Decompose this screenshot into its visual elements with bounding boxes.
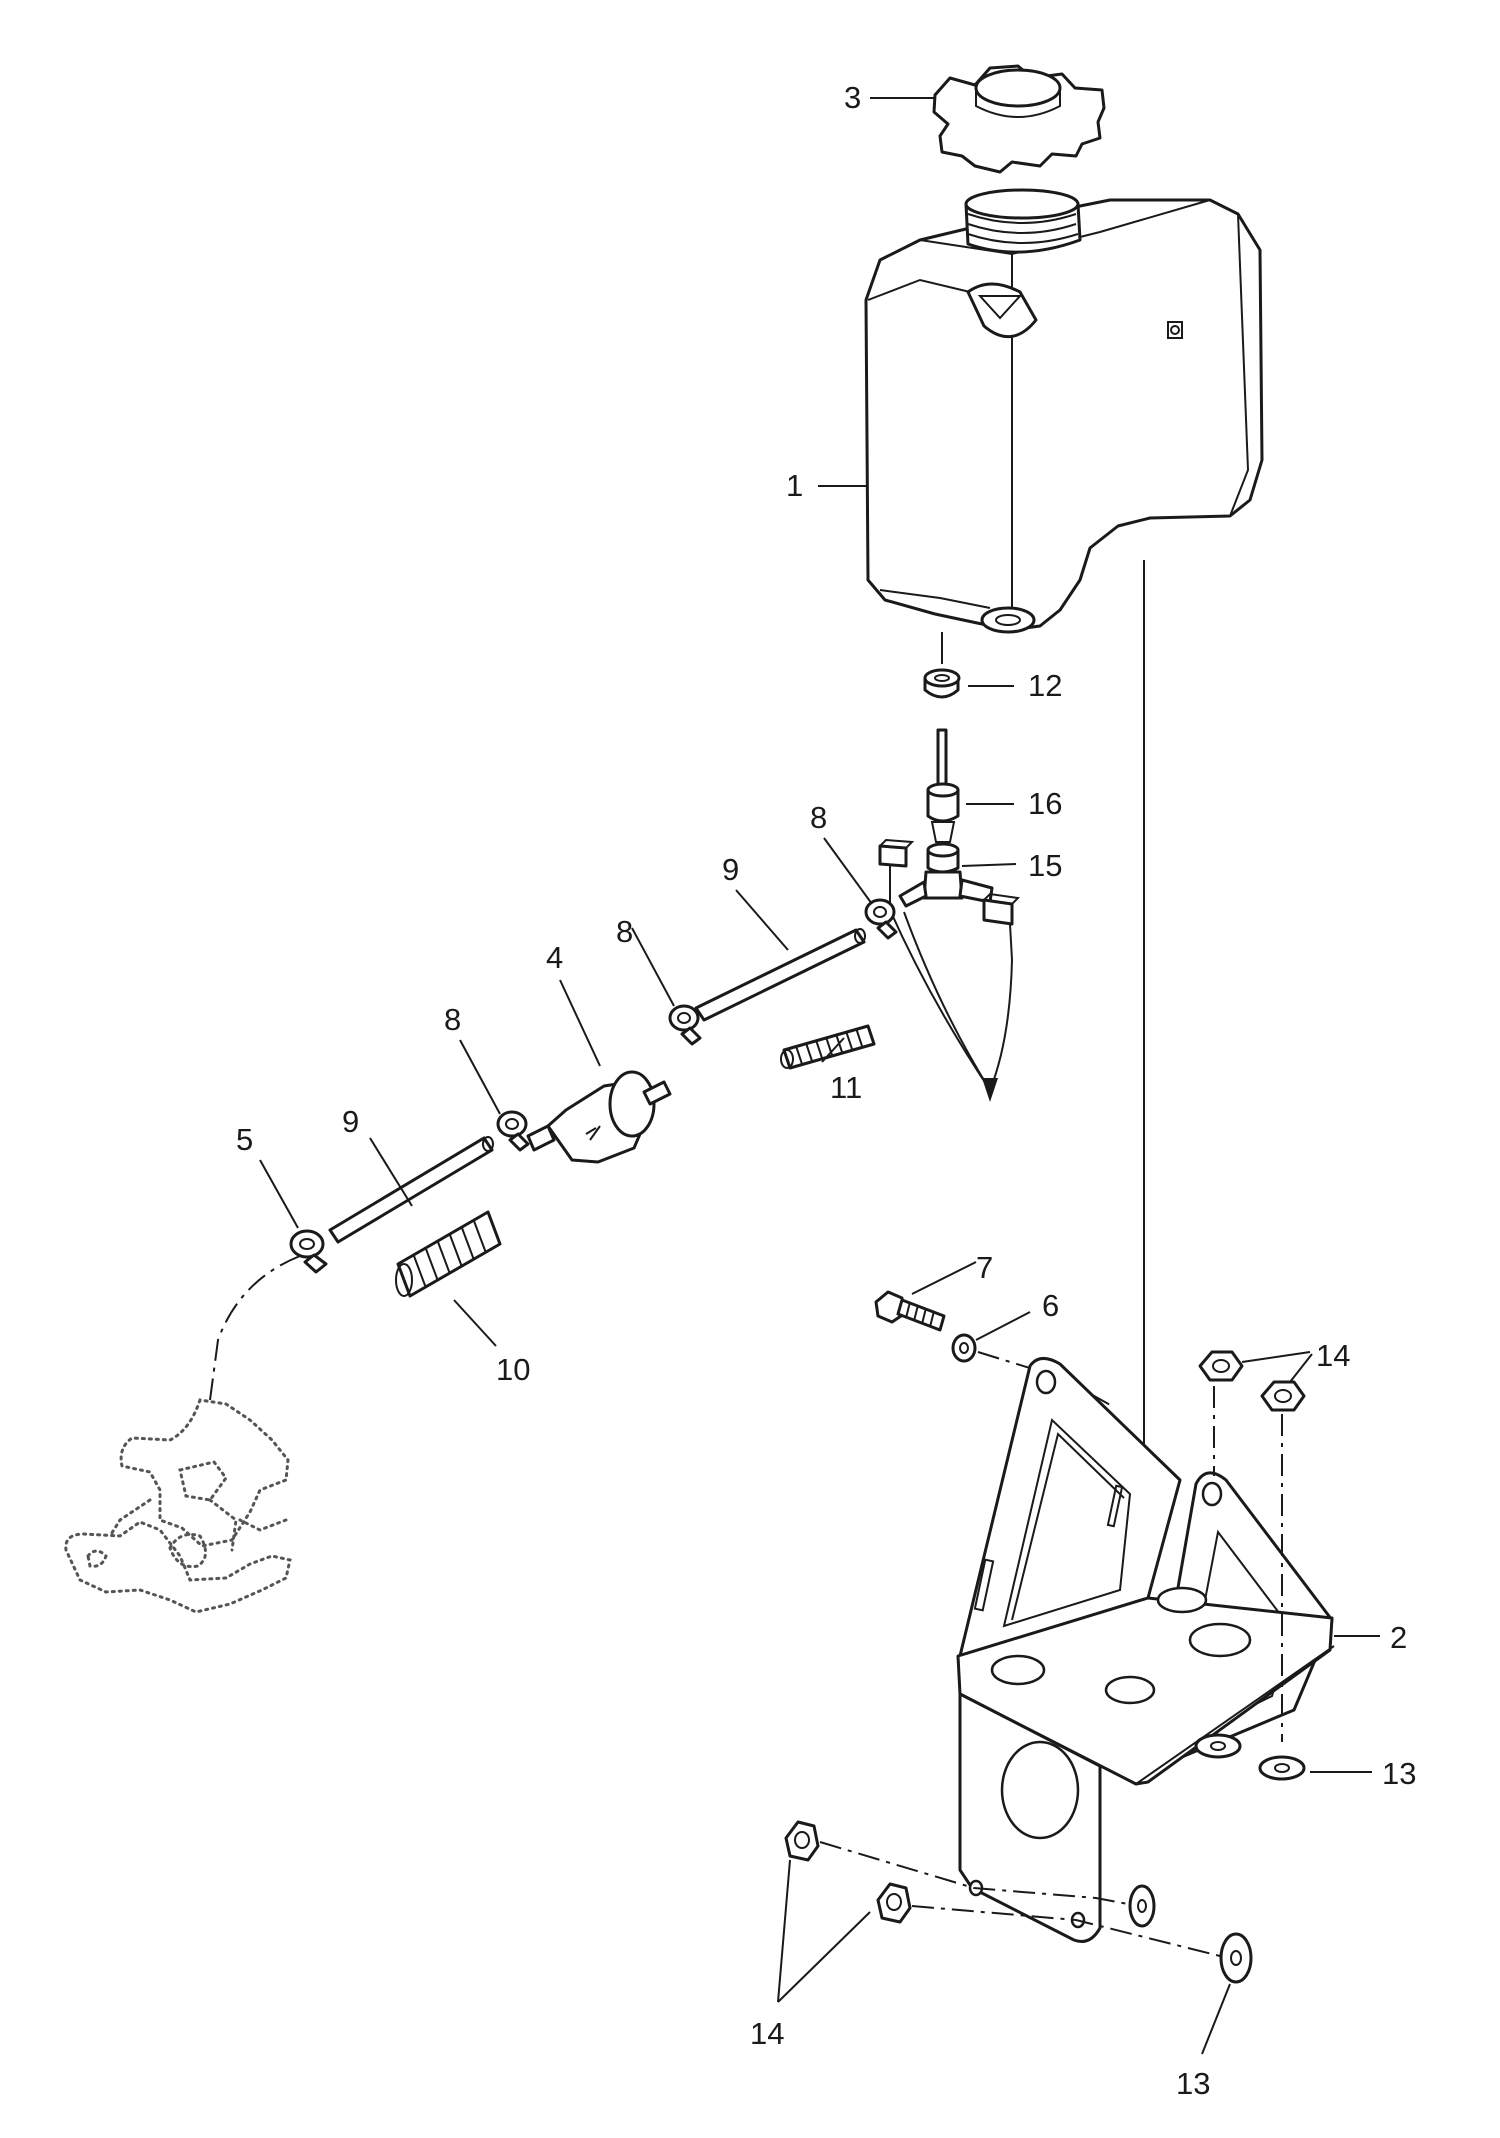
hose-route-line: [209, 1255, 301, 1401]
hose-clamp-drawing-a: [864, 898, 898, 940]
strainer-drawing: [926, 728, 960, 843]
nut-route-line-c: [819, 1841, 1129, 1905]
small-spring-drawing: [780, 1024, 876, 1070]
fuel-hose-drawing-lower: [328, 1136, 494, 1244]
callout-part-13-right: 13: [1382, 1756, 1416, 1791]
callout-part-1: 1: [786, 468, 803, 503]
grommet-drawing: [923, 668, 961, 699]
callout-part-13-bottom: 13: [1176, 2066, 1210, 2101]
callout-part-14-top: 14: [1316, 1338, 1350, 1373]
nut-drawing-bottom-b: [876, 1882, 912, 1924]
callout-part-4: 4: [546, 940, 563, 975]
callout-part-11: 11: [830, 1070, 862, 1105]
callout-part-7: 7: [976, 1250, 993, 1285]
bolt-drawing: [874, 1290, 946, 1332]
large-spring-drawing: [395, 1210, 502, 1298]
callout-part-9-top: 9: [722, 852, 739, 887]
callout-labels: 3 1 12 16 15 8 9 8 4 8 9 5 11 10 7 6 14 …: [236, 80, 1416, 2101]
washer-drawing-right-a: [1194, 1733, 1242, 1759]
washer-drawing-right-b: [1258, 1755, 1306, 1781]
callout-part-16: 16: [1028, 786, 1062, 821]
leader-lines: [259, 97, 1380, 2055]
washer-drawing-bolt: [951, 1333, 977, 1363]
hose-clamp-drawing-b: [668, 1004, 702, 1046]
callout-part-8-lower: 8: [444, 1002, 461, 1037]
callout-part-2: 2: [1390, 1620, 1407, 1655]
carburetor-reference-drawing: [64, 1398, 292, 1614]
callout-part-15: 15: [1028, 848, 1062, 883]
callout-part-8-top: 8: [810, 800, 827, 835]
fuel-hose-drawing-upper: [694, 928, 866, 1022]
bracket-drawing: [956, 1357, 1335, 1943]
fuel-filter-drawing: [526, 1070, 672, 1164]
callout-part-12: 12: [1028, 668, 1062, 703]
callout-part-3: 3: [844, 80, 861, 115]
fuel-valve-drawing: [878, 838, 1021, 1102]
callout-part-8-middle: 8: [616, 914, 633, 949]
washer-drawing-front-b: [1219, 1932, 1253, 1984]
nut-drawing-top-a: [1198, 1350, 1244, 1382]
tank-cap-drawing: [932, 64, 1106, 174]
callout-part-6: 6: [1042, 1288, 1059, 1323]
nut-drawing-top-b: [1260, 1380, 1306, 1412]
hose-clamp-drawing-c: [496, 1110, 530, 1152]
callout-part-5: 5: [236, 1122, 253, 1157]
hose-clamp-drawing-end: [289, 1229, 328, 1274]
tank-drawing: [864, 188, 1264, 634]
nut-drawing-bottom-a: [784, 1820, 820, 1862]
callout-part-10: 10: [496, 1352, 530, 1387]
nut-route-line-d: [911, 1905, 1221, 1957]
callout-part-9-lower: 9: [342, 1104, 359, 1139]
callout-part-14-bottom: 14: [750, 2016, 784, 2051]
washer-drawing-front-a: [1128, 1884, 1156, 1928]
